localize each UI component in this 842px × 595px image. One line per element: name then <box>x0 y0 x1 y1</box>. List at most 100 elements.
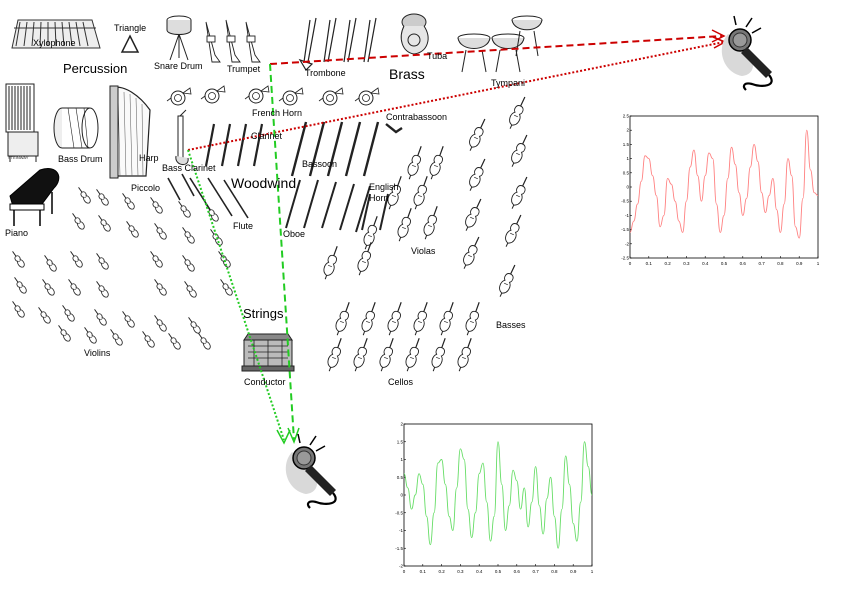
contrabassoon-icon <box>385 123 403 134</box>
red-signal-plot-ytick-label: -1 <box>625 213 629 218</box>
microphone-icon-top <box>720 14 774 92</box>
green-signal-plot-xtick-label: 0.6 <box>514 569 521 574</box>
green-signal-plot-xtick-label: 1 <box>591 569 594 574</box>
green-signal-plot-ytick-label: -0.5 <box>395 510 403 515</box>
xylophone-icon <box>11 19 101 49</box>
label-piccolo: Piccolo <box>131 183 161 193</box>
green-sound-path <box>187 63 300 445</box>
label-french-horn: French Horn <box>252 108 303 118</box>
label-woodwind: Woodwind <box>231 175 297 191</box>
green-signal-plot-frame <box>403 423 593 567</box>
label-tympani: Tympani <box>491 78 526 88</box>
label-flute: Flute <box>233 221 254 231</box>
snare-drum-icon <box>166 15 192 61</box>
red-signal-plot-ytick-label: 0 <box>626 185 629 190</box>
green-signal-plot-ytick-label: 1 <box>400 457 403 462</box>
green-signal-plot-xtick-label: 0.4 <box>476 569 483 574</box>
cello-icon <box>324 299 485 374</box>
label-xylophone: Xylophone <box>33 38 76 48</box>
red-signal-plot-xtick-label: 0.6 <box>740 261 747 266</box>
label-violas: Violas <box>411 246 436 256</box>
green-signal-plot-ytick-label: -2 <box>399 564 403 569</box>
red-signal-plot-xtick-label: 0.4 <box>702 261 709 266</box>
label-bassoon: Bassoon <box>302 159 338 169</box>
green-signal-plot-ytick-label: 2 <box>400 422 403 427</box>
label-piano: Piano <box>5 228 29 238</box>
microphone-icon-bottom <box>284 432 338 510</box>
green-signal-plot-ytick-label: -1 <box>399 528 403 533</box>
celesta-brand-text: STEINWAY <box>8 155 29 160</box>
piano-icon <box>9 168 60 226</box>
piccolo-icon <box>167 173 195 201</box>
bass-clarinet-icon <box>175 109 189 165</box>
red-signal-plot-xtick-label: 0.1 <box>646 261 653 266</box>
red-signal-plot-ytick-label: 2.5 <box>623 114 630 119</box>
english-horn-icon <box>361 193 389 231</box>
green-signal-plot-xtick-label: 0.8 <box>551 569 558 574</box>
red-signal-plot-ytick-label: 2 <box>626 128 629 133</box>
tympani-icon <box>457 15 543 73</box>
tuba-icon <box>400 13 429 55</box>
red-signal-plot-xtick-label: 0 <box>629 261 632 266</box>
green-signal-plot-ytick-label: 0 <box>400 493 403 498</box>
signal-plot-green: 0 0.1 0.2 0.3 0.4 0.5 0.6 0.7 0.8 0.9 1 2 1.5 1 0.5 0 -0… <box>395 422 594 575</box>
red-signal-plot-xtick-label: 0.8 <box>777 261 784 266</box>
red-signal-plot-xtick-label: 0.9 <box>796 261 803 266</box>
label-trumpet: Trumpet <box>227 64 261 74</box>
red-signal-plot-ytick-label: 0.5 <box>623 170 630 175</box>
trombone-icon <box>298 17 377 71</box>
green-signal-plot-xtick-label: 0.2 <box>438 569 445 574</box>
green-signal-plot-xtick-label: 0.9 <box>570 569 577 574</box>
triangle-icon <box>120 34 140 53</box>
label-bass-clarinet: Bass Clarinet <box>162 163 216 173</box>
green-signal-plot-xtick-label: 0.3 <box>457 569 464 574</box>
red-signal-plot-ytick-label: -1.5 <box>621 227 629 232</box>
red-signal-plot-ytick-label: -0.5 <box>621 199 629 204</box>
red-signal-plot-ytick-label: 1.5 <box>623 142 630 147</box>
red-signal-plot-xtick-label: 0.3 <box>683 261 690 266</box>
red-signal-plot-frame <box>629 115 819 259</box>
celesta-icon: STEINWAY <box>5 83 39 162</box>
red-signal-plot-series-line <box>629 129 819 239</box>
clarinet-icon <box>204 123 264 167</box>
bassoon-icon <box>290 121 380 177</box>
label-brass: Brass <box>389 66 425 82</box>
double-bass-icon <box>459 94 532 300</box>
label-cellos: Cellos <box>388 377 414 387</box>
label-oboe: Oboe <box>283 229 306 239</box>
label-harp: Harp <box>139 153 159 163</box>
green-signal-plot-ytick-label: 0.5 <box>397 475 404 480</box>
red-signal-plot-xtick-label: 0.2 <box>664 261 671 266</box>
red-signal-plot-ytick-label: 1 <box>626 156 629 161</box>
label-triangle: Triangle <box>114 23 147 33</box>
label-english-horn: English Horn <box>369 182 399 203</box>
oboe-icon <box>285 179 371 233</box>
red-signal-plot-xtick-label: 1 <box>817 261 820 266</box>
label-clarinet: Clarinet <box>251 131 283 141</box>
conductor-podium-icon <box>241 333 295 372</box>
red-signal-plot-ytick-label: -2 <box>625 241 629 246</box>
label-basses: Basses <box>496 320 526 330</box>
green-signal-plot-ytick-label: 1.5 <box>397 439 404 444</box>
harp-icon <box>109 85 151 179</box>
green-signal-plot-xtick-label: 0.5 <box>495 569 502 574</box>
green-signal-plot-xtick-label: 0.7 <box>532 569 539 574</box>
red-signal-plot-xtick-label: 0.7 <box>758 261 765 266</box>
label-percussion: Percussion <box>63 61 128 76</box>
trumpet-icon <box>205 19 261 63</box>
red-signal-plot-ytick-label: -2.5 <box>621 256 629 261</box>
label-conductor: Conductor <box>244 377 286 387</box>
green-signal-plot-ytick-label: -1.5 <box>395 546 403 551</box>
label-bass-drum: Bass Drum <box>58 154 103 164</box>
bass-drum-icon <box>53 107 99 149</box>
green-signal-plot-xtick-label: 0 <box>403 569 406 574</box>
green-signal-plot-series-line <box>403 441 593 549</box>
label-tuba: Tuba <box>427 51 448 61</box>
label-strings: Strings <box>243 306 284 321</box>
label-violins: Violins <box>84 348 111 358</box>
green-signal-plot-xtick-label: 0.1 <box>420 569 427 574</box>
label-trombone: Trombone <box>305 68 346 78</box>
